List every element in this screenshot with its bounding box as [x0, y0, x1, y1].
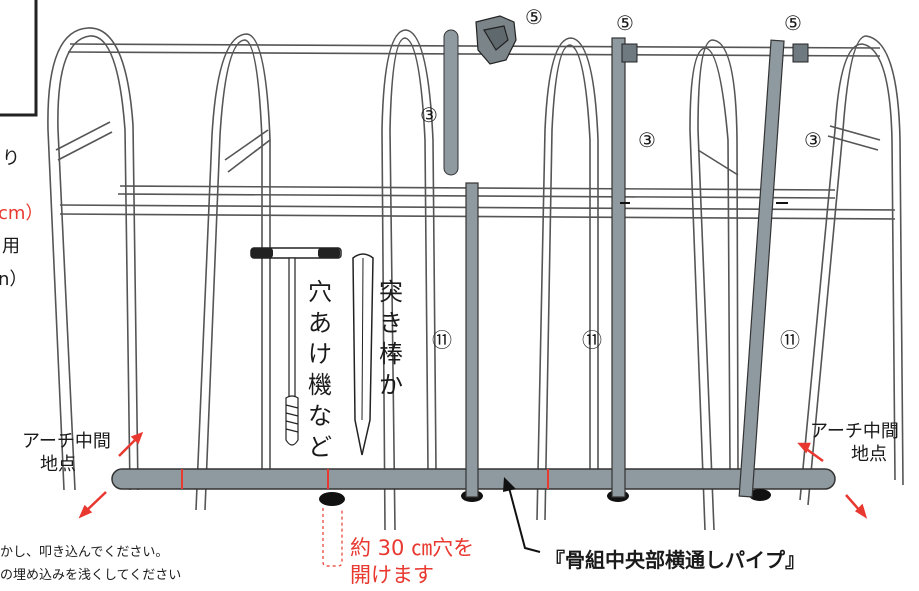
poking-stick-tool [352, 253, 374, 456]
hole-marker [319, 492, 345, 506]
bottom-note: の埋め込みを浅くしてください [0, 568, 181, 583]
clamp-part [475, 15, 517, 65]
label-num-5: ⑤ [784, 11, 802, 35]
label-num-11: ⑪ [432, 328, 452, 352]
pipe-pointer-arrow [503, 477, 541, 553]
label-num-3: ③ [804, 128, 822, 152]
svg-text:機: 機 [308, 371, 332, 399]
hole-marker [749, 489, 771, 501]
svg-text:ど: ど [308, 433, 332, 461]
label-num-5: ⑤ [616, 11, 634, 35]
svg-text:棒: 棒 [379, 340, 403, 368]
hole-depth-dashed [322, 508, 343, 567]
svg-text:け: け [308, 340, 332, 368]
left-note-fragment: n） [0, 269, 27, 290]
svg-text:き: き [379, 309, 403, 337]
label-hole-driller: 穴 あ け 機 な ど [308, 278, 332, 461]
label-num-11: ⑪ [780, 328, 800, 352]
arch-midpoint-label-left: アーチ中間 [22, 431, 111, 452]
label-num-11: ⑪ [582, 328, 602, 352]
corner-box-frame [0, 0, 38, 117]
svg-text:あ: あ [308, 309, 332, 337]
svg-text:か: か [379, 371, 403, 399]
bottom-note: かし、叩き込んでください。 [0, 545, 168, 560]
label-poking-stick: 突 き 棒 か [379, 278, 403, 399]
svg-text:な: な [308, 402, 332, 430]
stake-poles [465, 37, 785, 498]
pipe-title: 『骨組中央部横通しパイプ』 [545, 548, 805, 572]
label-num-5: ⑤ [525, 5, 543, 29]
svg-text:穴: 穴 [308, 278, 332, 306]
left-note-fragment: 用 [2, 236, 20, 257]
hole-depth-label: 開けます [350, 563, 434, 587]
left-note-fragment: り [2, 148, 20, 169]
connector-cap [621, 43, 638, 63]
left-note-fragment: cm） [0, 203, 43, 224]
label-num-3: ③ [420, 103, 438, 127]
connector-cap [792, 43, 809, 63]
svg-text:突: 突 [379, 278, 403, 306]
hole-depth-label: 約 30 ㎝穴を [350, 536, 474, 560]
arch-mid-arrows [78, 431, 868, 519]
arch-midpoint-label-left: 地点 [40, 454, 76, 475]
arch-midpoint-label-right: 地点 [851, 444, 887, 465]
hole-driller-tool [250, 247, 342, 446]
label-num-3: ③ [638, 128, 656, 152]
pole-part-3 [443, 29, 459, 176]
arch-midpoint-label-right: アーチ中間 [810, 421, 899, 442]
